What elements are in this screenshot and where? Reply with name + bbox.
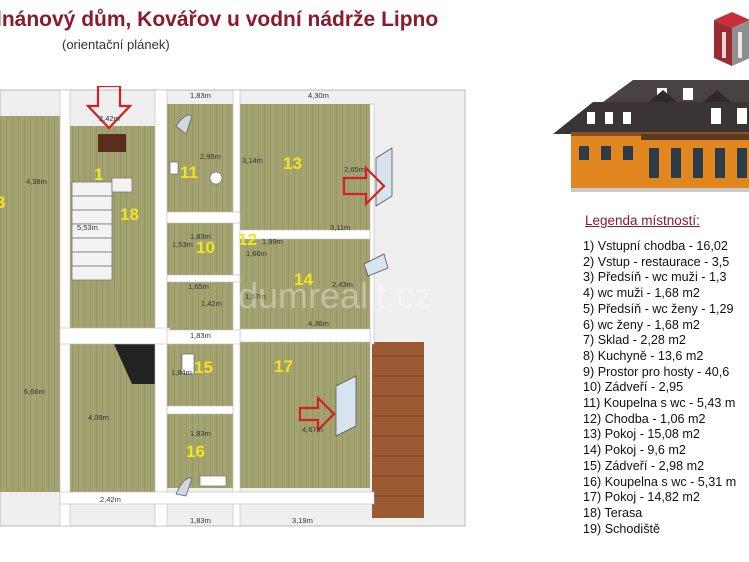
legend-item: 18) Terasa	[583, 505, 643, 520]
dimension-label: 2,42m	[100, 495, 121, 504]
legend-item: 14) Pokoj - 9,6 m2	[583, 443, 686, 458]
room-number-12: 12	[238, 230, 257, 249]
room-15-floor	[167, 344, 233, 406]
dimension-label: 4,36m	[308, 319, 329, 328]
dimension-label: 1,53m	[172, 240, 193, 249]
dimension-label: 3,14m	[242, 156, 263, 165]
legend-item: 6) wc ženy - 1,68 m2	[583, 317, 700, 332]
dimension-label: 2,42m	[99, 114, 120, 123]
room-10-floor	[167, 223, 233, 275]
staircase	[71, 177, 133, 281]
dimension-label: 2,95m	[200, 152, 221, 161]
legend-item: 15) Zádveří - 2,98 m2	[583, 458, 705, 473]
legend-item: 5) Předsíň - wc ženy - 1,29	[583, 301, 734, 316]
dimension-label: 4,38m	[26, 177, 47, 186]
entrance-arrows	[85, 86, 386, 433]
legend-item: 1) Vstupní chodba - 16,02	[583, 239, 728, 253]
dimension-label: 3,19m	[292, 516, 313, 525]
room-number-10: 10	[196, 238, 215, 257]
room-number-14: 14	[294, 270, 313, 289]
dimension-label: 1,83m	[190, 331, 211, 340]
dimension-label: 2,43m	[332, 280, 353, 289]
dimension-label: 6,66m	[24, 387, 45, 396]
legend-item: 9) Prostor pro hosty - 40,6	[583, 364, 730, 379]
company-logo	[714, 12, 749, 66]
legend-item: 4) wc muži - 1,68 m2	[583, 286, 700, 301]
legend-item: 11) Koupelna s wc - 5,43 m	[583, 396, 736, 411]
floor-plan: 3 1 18 11 13 10 12 14 15 17 16 2,42m 1,8…	[0, 86, 470, 531]
dimension-label: 4,67m	[302, 425, 323, 434]
dimension-label: 1,83m	[190, 232, 211, 241]
legend-item: 2) Vstup - restaurace - 3,5	[583, 254, 730, 269]
watermark: dumrealit.cz	[238, 275, 432, 316]
dimension-label: 4,09m	[88, 413, 109, 422]
chimney	[98, 134, 126, 152]
room-number-16: 16	[186, 442, 205, 461]
legend-item: 10) Zádveří - 2,95	[583, 380, 684, 395]
legend-title: Legenda místností:	[585, 213, 700, 228]
dimension-label: 3,11m	[330, 223, 350, 232]
legend-item: 16) Koupelna s wc - 5,31 m	[583, 474, 737, 489]
room-number-1: 1	[94, 165, 103, 184]
legend-item: 19) Schodiště	[583, 521, 661, 536]
legend-item: 17) Pokoj - 14,82 m2	[583, 490, 700, 505]
room-number-13: 13	[283, 154, 302, 173]
room-number-15: 15	[194, 358, 213, 377]
dimension-label: 1,83m	[190, 429, 211, 438]
dimension-label: 5,53m	[77, 223, 98, 232]
room-number-11: 11	[180, 163, 198, 182]
room-13-floor	[240, 104, 370, 230]
dimension-label: 1,42m	[201, 299, 222, 308]
house-illustration	[553, 80, 749, 192]
terrace	[372, 342, 424, 518]
room-legend: 1) Vstupní chodba - 16,02 2) Vstup - res…	[583, 239, 736, 537]
legend-item: 12) Chodba - 1,06 m2	[583, 411, 706, 426]
dimension-label: 1,66m	[246, 249, 267, 258]
legend-item: 3) Předsíň - wc muži - 1,3	[583, 270, 727, 285]
page-subtitle: (orientační plánek)	[62, 37, 170, 52]
room-14-floor	[240, 239, 370, 329]
stove	[114, 344, 155, 384]
dimension-label: 1,83m	[190, 91, 211, 100]
dimension-label: 4,30m	[308, 91, 329, 100]
dimension-label: 1,84m	[171, 368, 192, 377]
page-title: lnánový dům, Kovářov u vodní nádrže Lipn…	[0, 8, 439, 31]
room-3-floor	[0, 116, 60, 492]
room-number-3: 3	[0, 193, 5, 212]
dimension-label: 2,65m	[344, 165, 365, 174]
legend-item: 13) Pokoj - 15,08 m2	[583, 427, 700, 442]
legend-item: 8) Kuchyně - 13,6 m2	[583, 348, 704, 363]
dimension-label: 1,65m	[188, 282, 209, 291]
room-number-17: 17	[274, 357, 293, 376]
legend-item: 7) Sklad - 2,28 m2	[583, 333, 686, 348]
room-number-18: 18	[120, 205, 139, 224]
dimension-label: 1,57m	[245, 292, 266, 301]
dimension-label: 1,83m	[190, 516, 211, 525]
room-storage-floor	[167, 282, 233, 330]
room-11-floor	[167, 104, 233, 212]
dimension-label: 1,99m	[262, 237, 283, 246]
